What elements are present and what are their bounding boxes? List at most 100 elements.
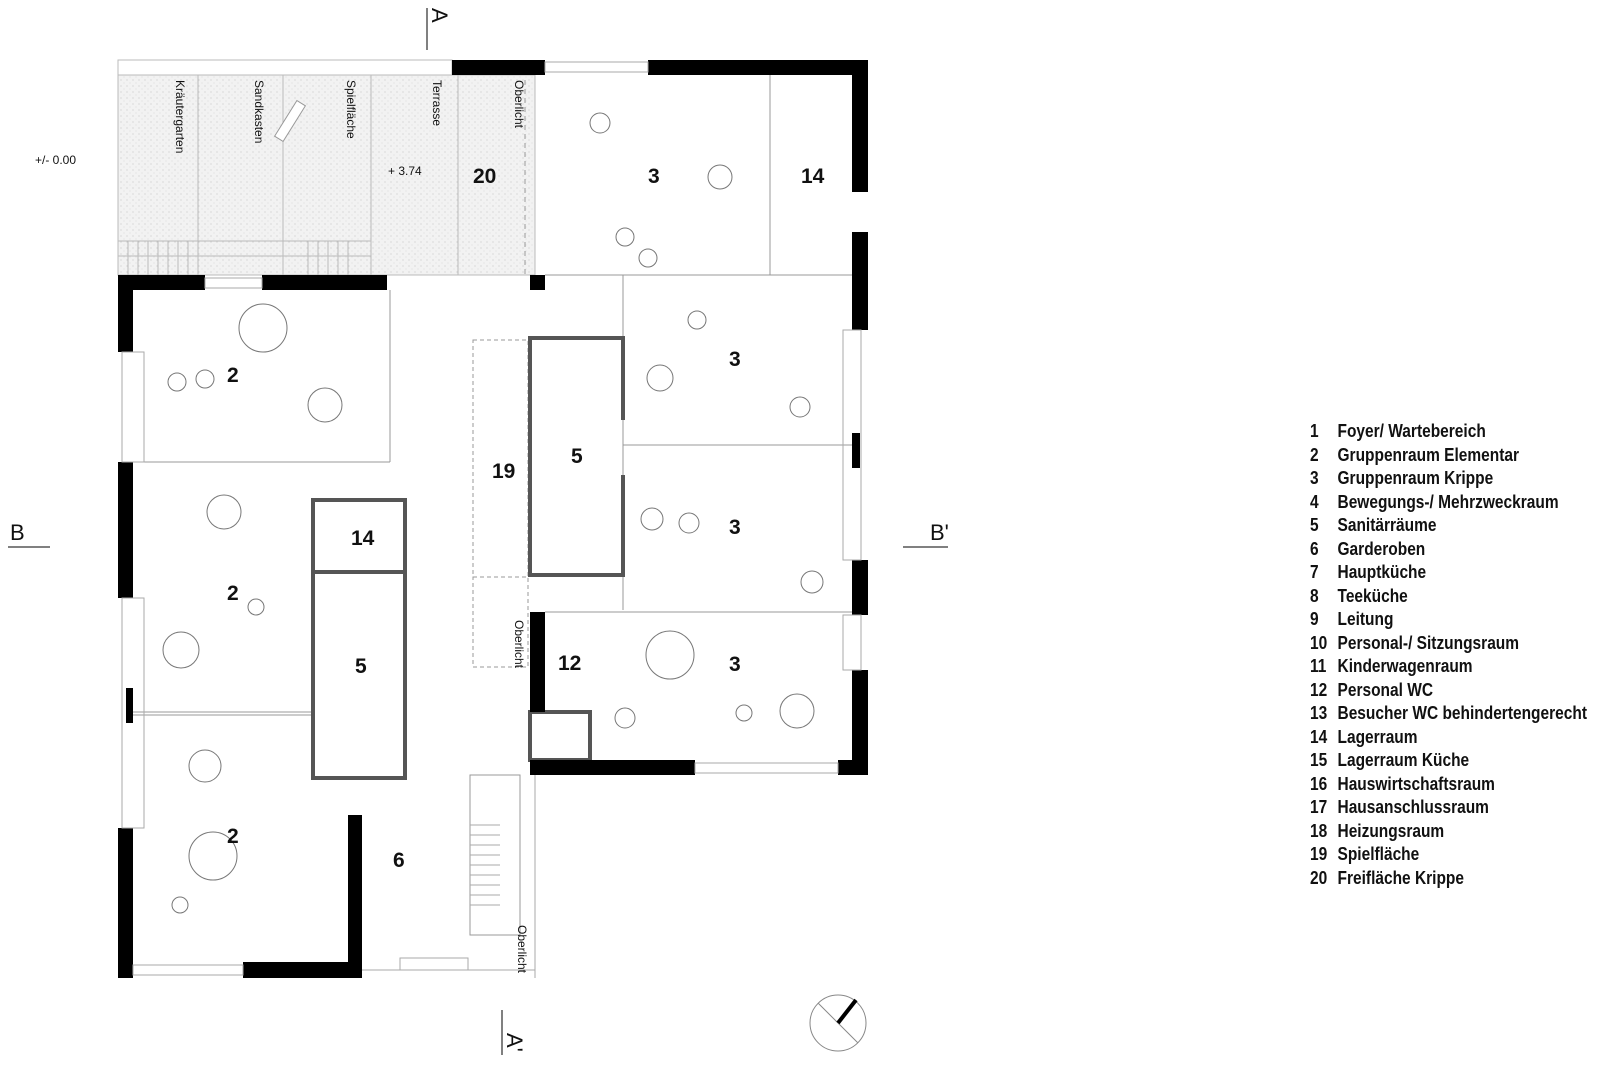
legend-label: Lagerraum	[1337, 726, 1418, 747]
legend-label: Gruppenraum Elementar	[1337, 444, 1520, 465]
legend-number: 9	[1310, 609, 1319, 629]
room-19: 19	[492, 460, 515, 483]
legend-number: 5	[1310, 515, 1319, 535]
room-12: 12	[558, 652, 581, 675]
section-marker-a: A	[427, 8, 452, 23]
room-5: 5	[571, 445, 583, 468]
room-14: 14	[801, 165, 825, 188]
legend-label: Heizungsraum	[1337, 820, 1445, 841]
legend-number: 1	[1310, 421, 1319, 441]
legend-item: 20 Freifläche Krippe	[1310, 867, 1587, 891]
legend-number: 3	[1310, 468, 1319, 488]
room-legend: 1 Foyer/ Wartebereich 2 Gruppenraum Element…	[1310, 420, 1587, 890]
label-sandkasten: Sandkasten	[252, 80, 266, 143]
legend-label: Spielfläche	[1337, 844, 1420, 864]
label-terrasse: Terrasse	[430, 80, 444, 126]
play-equipment	[273, 99, 307, 143]
legend-item: 1 Foyer/ Wartebereich	[1310, 420, 1587, 444]
legend-number: 18	[1310, 820, 1328, 841]
legend-item: 5 Sanitärräume	[1310, 514, 1587, 538]
legend-label: Garderoben	[1337, 538, 1426, 559]
legend-number: 16	[1310, 773, 1328, 794]
legend-label: Lagerraum Küche	[1337, 750, 1470, 770]
legend-item: 17 Hausanschlussraum	[1310, 796, 1587, 820]
legend-item: 15 Lagerraum Küche	[1310, 749, 1587, 773]
legend-label: Besucher WC behindertengerecht	[1337, 703, 1587, 723]
terrace-edge	[117, 59, 453, 76]
legend-label: Leitung	[1337, 609, 1394, 629]
room-2: 2	[227, 582, 239, 605]
section-marker-b: B	[10, 520, 25, 545]
legend-number: 13	[1310, 703, 1328, 723]
legend-label: Hauptküche	[1337, 562, 1427, 582]
legend-item: 7 Hauptküche	[1310, 561, 1587, 585]
legend-number: 8	[1310, 585, 1319, 606]
legend-item: 9 Leitung	[1310, 608, 1587, 632]
room-20: 20	[473, 165, 496, 188]
legend-label: Hauswirtschaftsraum	[1337, 773, 1495, 794]
legend-item: 14 Lagerraum	[1310, 726, 1587, 750]
legend-number: 4	[1310, 491, 1319, 512]
legend-item: 12 Personal WC	[1310, 679, 1587, 703]
legend-number: 14	[1310, 726, 1328, 747]
room-3: 3	[648, 165, 660, 188]
legend-number: 7	[1310, 562, 1319, 582]
label-spielflaeche: Spielfläche	[344, 80, 358, 139]
label-oberlicht-2: Oberlicht	[512, 620, 526, 669]
section-marker-a-prime: A'	[502, 1033, 527, 1052]
legend-label: Kinderwagenraum	[1337, 656, 1473, 676]
north-arrow-icon	[809, 994, 867, 1052]
legend-item: 13 Besucher WC behindertengerecht	[1310, 702, 1587, 726]
legend-label: Personal-/ Sitzungsraum	[1337, 632, 1520, 653]
legend-item: 4 Bewegungs-/ Mehrzweckraum	[1310, 491, 1587, 515]
legend-number: 17	[1310, 797, 1328, 817]
legend-item: 16 Hauswirtschaftsraum	[1310, 773, 1587, 797]
legend-item: 18 Heizungsraum	[1310, 820, 1587, 844]
room-3: 3	[729, 348, 741, 371]
legend-number: 2	[1310, 444, 1319, 465]
legend-item: 3 Gruppenraum Krippe	[1310, 467, 1587, 491]
furniture	[162, 112, 824, 914]
legend-label: Freifläche Krippe	[1337, 867, 1464, 888]
section-marker-b-prime: B'	[930, 520, 949, 545]
legend-number: 12	[1310, 679, 1328, 700]
level-terrace: + 3.74	[388, 164, 422, 178]
legend-label: Hausanschlussraum	[1337, 797, 1489, 817]
terrace-dividers	[118, 75, 459, 275]
legend-label: Personal WC	[1337, 679, 1434, 700]
legend-item: 2 Gruppenraum Elementar	[1310, 444, 1587, 468]
partitions	[133, 75, 852, 936]
legend-number: 20	[1310, 867, 1328, 888]
windows	[121, 61, 862, 978]
legend-item: 8 Teeküche	[1310, 585, 1587, 609]
legend-item: 19 Spielfläche	[1310, 843, 1587, 867]
legend-number: 10	[1310, 632, 1328, 653]
room-3: 3	[729, 516, 741, 539]
legend-number: 6	[1310, 538, 1319, 559]
legend-label: Bewegungs-/ Mehrzweckraum	[1337, 491, 1559, 512]
legend-item: 6 Garderoben	[1310, 538, 1587, 562]
room-3: 3	[729, 653, 741, 676]
legend-label: Foyer/ Wartebereich	[1337, 421, 1486, 441]
legend-label: Gruppenraum Krippe	[1337, 468, 1494, 488]
room-2: 2	[227, 364, 239, 387]
sanitary-blocks	[311, 336, 625, 780]
legend-number: 19	[1310, 844, 1328, 864]
room-2: 2	[227, 825, 239, 848]
terrace-steps	[127, 241, 349, 275]
label-oberlicht-1: Oberlicht	[512, 80, 526, 129]
legend-item: 10 Personal-/ Sitzungsraum	[1310, 632, 1587, 656]
legend-label: Teeküche	[1337, 585, 1408, 606]
room-5: 5	[355, 655, 367, 678]
legend-label: Sanitärräume	[1337, 515, 1437, 535]
legend-item: 11 Kinderwagenraum	[1310, 655, 1587, 679]
room-6: 6	[393, 849, 405, 872]
legend-number: 11	[1310, 656, 1327, 676]
label-oberlicht-3: Oberlicht	[515, 925, 529, 974]
level-outside: +/- 0.00	[35, 153, 76, 167]
room-14: 14	[351, 527, 375, 550]
label-kraeutergarten: Kräutergarten	[173, 80, 187, 153]
stair	[470, 824, 500, 906]
legend-number: 15	[1310, 750, 1328, 770]
